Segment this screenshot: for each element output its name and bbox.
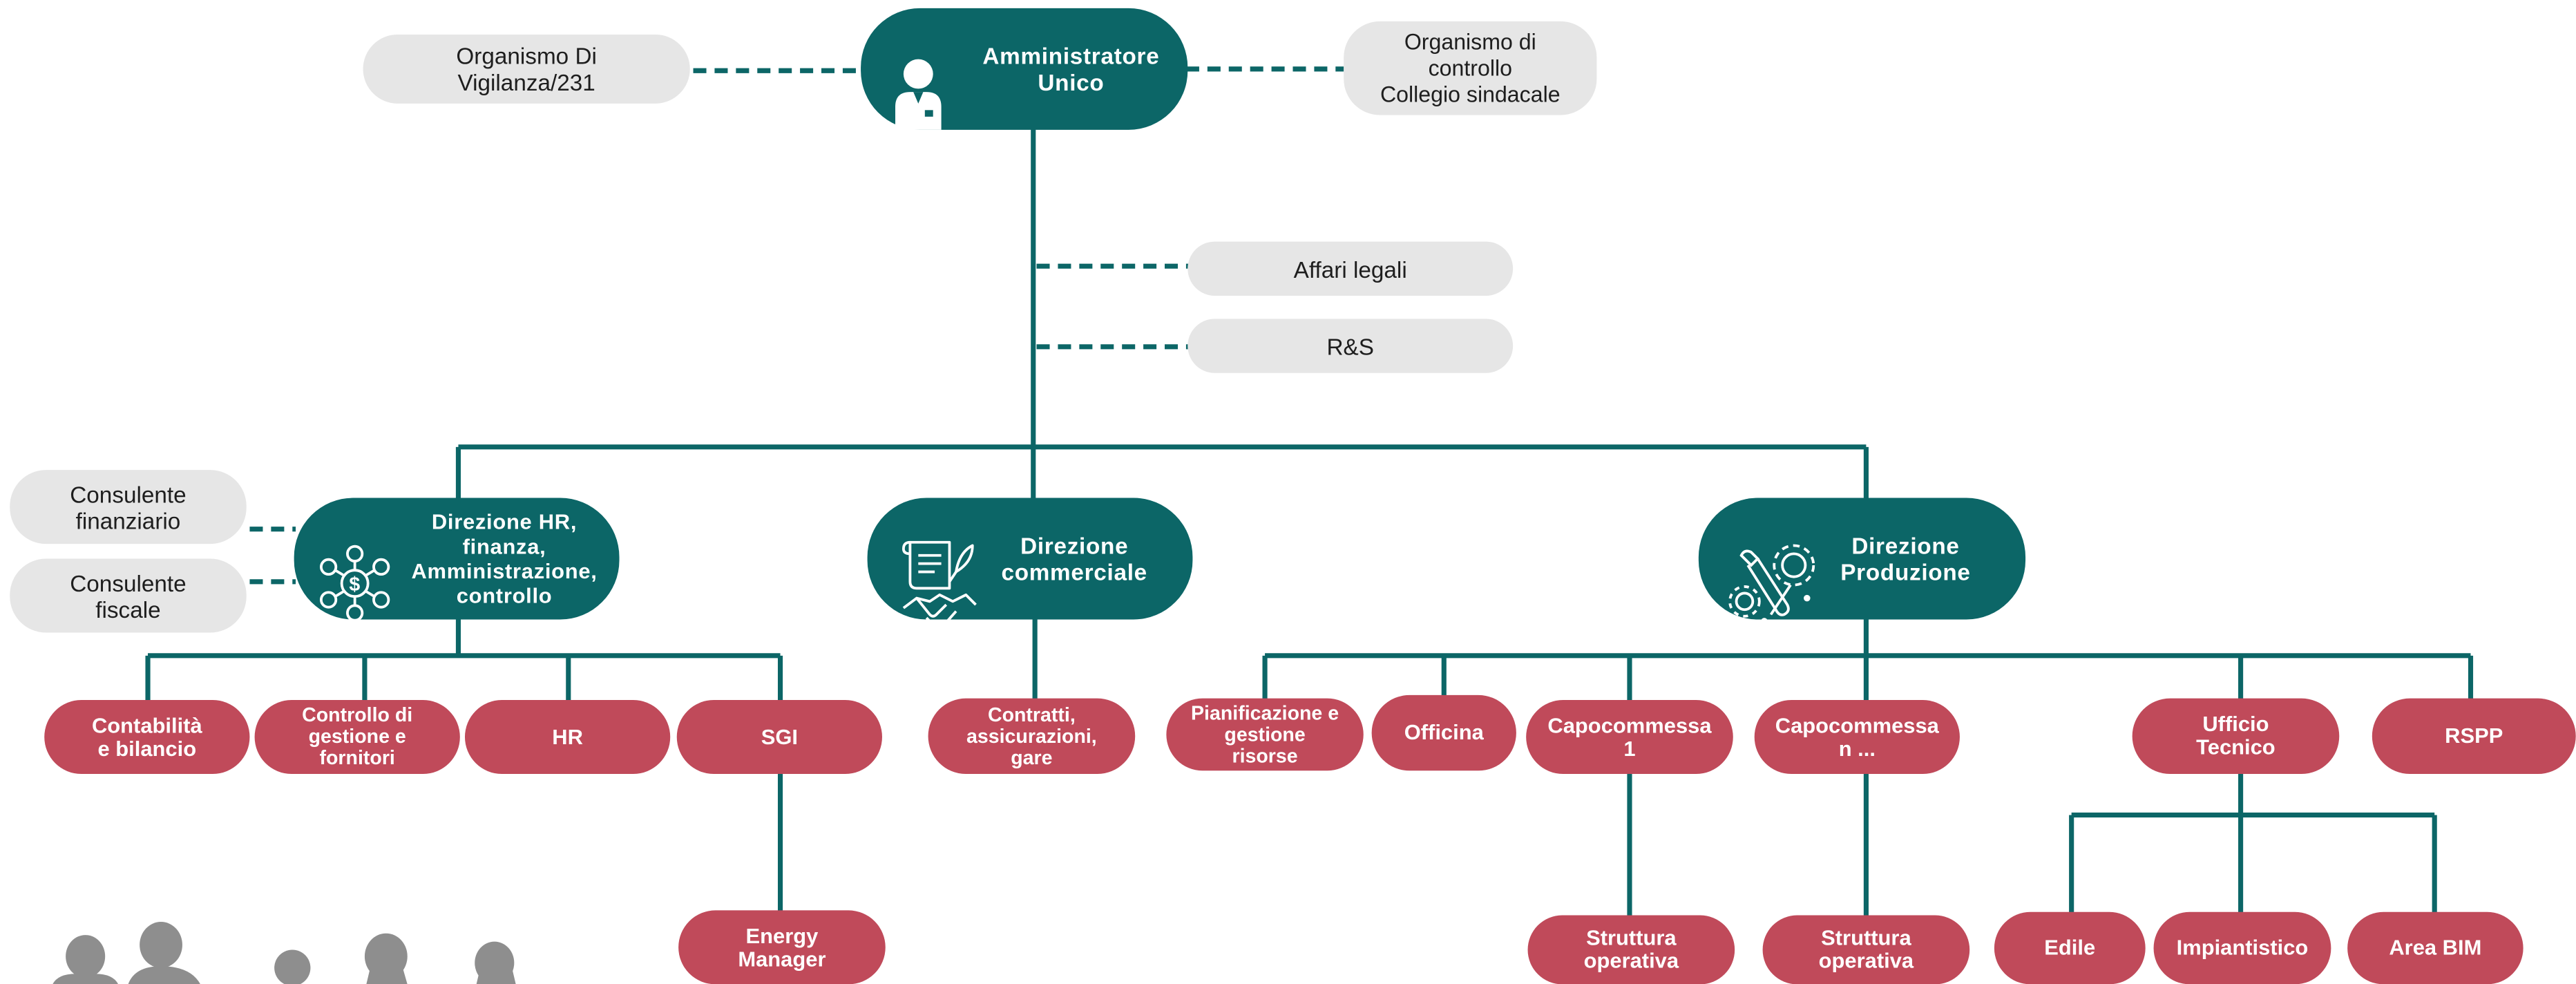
- organismo-controllo-label: Organismo di controllo Collegio sindacal…: [1380, 28, 1561, 106]
- people-silhouettes: [53, 922, 516, 984]
- hr-box: HR: [464, 700, 671, 775]
- ufficio-tecnico-label: Ufficio Tecnico: [2196, 711, 2276, 759]
- impiantistico-box: Impiantistico: [2153, 911, 2331, 984]
- pianificazione-label: Pianificazione e gestione risorse: [1191, 701, 1339, 767]
- consulente-finanziario-box: Consulente finanziario: [10, 470, 247, 545]
- gears-tools-icon: [1725, 513, 1824, 625]
- rspp-box: RSPP: [2372, 698, 2576, 775]
- edile-label: Edile: [2044, 935, 2096, 960]
- consulente-fiscale-box: Consulente fiscale: [10, 558, 247, 633]
- capocommessa-1-box: Capocommessa 1: [1526, 700, 1733, 775]
- amministratore-unico-label: Amministratore Unico: [982, 42, 1160, 95]
- contract-handshake-icon: [900, 509, 979, 630]
- area-bim-box: Area BIM: [2347, 911, 2523, 984]
- organismo-vigilanza-label: Organismo Di Vigilanza/231: [456, 42, 597, 95]
- edile-box: Edile: [1994, 911, 2146, 984]
- energy-manager-label: Energy Manager: [738, 922, 826, 971]
- rspp-label: RSPP: [2445, 723, 2503, 748]
- direzione-commerciale-label: Direzione commerciale: [1001, 532, 1147, 585]
- organismo-controllo-box: Organismo di controllo Collegio sindacal…: [1344, 21, 1597, 115]
- capocommessa-n-label: Capocommessa n ...: [1775, 712, 1939, 760]
- capocommessa-n-box: Capocommessa n ...: [1754, 700, 1960, 775]
- ufficio-tecnico-box: Ufficio Tecnico: [2132, 698, 2340, 775]
- organismo-vigilanza-box: Organismo Di Vigilanza/231: [363, 34, 690, 104]
- consulente-finanziario-label: Consulente finanziario: [70, 480, 187, 533]
- direzione-produzione-label: Direzione Produzione: [1840, 532, 1971, 585]
- person-icon: [890, 31, 946, 130]
- consulente-fiscale-label: Consulente fiscale: [70, 569, 187, 623]
- direzione-hr-box: $ Direzione HR, finanza, Amministrazione…: [294, 498, 620, 622]
- direzione-hr-label: Direzione HR, finanza, Amministrazione, …: [411, 509, 598, 608]
- sgi-box: SGI: [676, 700, 882, 775]
- struttura-operativa-1-box: Struttura operativa: [1527, 915, 1735, 984]
- affari-legali-label: Affari legali: [1293, 255, 1407, 282]
- svg-text:$: $: [349, 574, 361, 596]
- area-bim-label: Area BIM: [2389, 935, 2482, 960]
- controllo-gestione-label: Controllo di gestione e fornitori: [302, 703, 413, 769]
- sgi-label: SGI: [761, 723, 799, 749]
- capocommessa-1-label: Capocommessa 1: [1547, 712, 1712, 760]
- contratti-label: Contratti, assicurazioni, gare: [966, 702, 1097, 768]
- officina-label: Officina: [1404, 719, 1484, 745]
- struttura-operativa-1-label: Struttura operativa: [1583, 925, 1679, 973]
- finance-network-icon: $: [316, 519, 394, 622]
- contabilita-box: Contabilità e bilancio: [44, 700, 250, 775]
- hr-label: HR: [552, 723, 583, 749]
- rs-box: R&S: [1187, 319, 1514, 373]
- pianificazione-box: Pianificazione e gestione risorse: [1166, 698, 1364, 771]
- amministratore-unico-box: Amministratore Unico: [861, 8, 1188, 130]
- direzione-produzione-box: Direzione Produzione: [1698, 498, 2026, 625]
- rs-label: R&S: [1326, 332, 1374, 359]
- officina-box: Officina: [1371, 694, 1516, 771]
- energy-manager-box: Energy Manager: [678, 910, 886, 984]
- contabilita-label: Contabilità e bilancio: [91, 712, 202, 760]
- affari-legali-box: Affari legali: [1187, 241, 1514, 296]
- struttura-operativa-n-box: Struttura operativa: [1762, 915, 1970, 984]
- struttura-operativa-n-label: Struttura operativa: [1818, 925, 1914, 973]
- impiantistico-label: Impiantistico: [2176, 935, 2309, 960]
- direzione-commerciale-box: Direzione commerciale: [867, 498, 1193, 630]
- contratti-box: Contratti, assicurazioni, gare: [928, 698, 1136, 775]
- controllo-gestione-box: Controllo di gestione e fornitori: [254, 700, 460, 775]
